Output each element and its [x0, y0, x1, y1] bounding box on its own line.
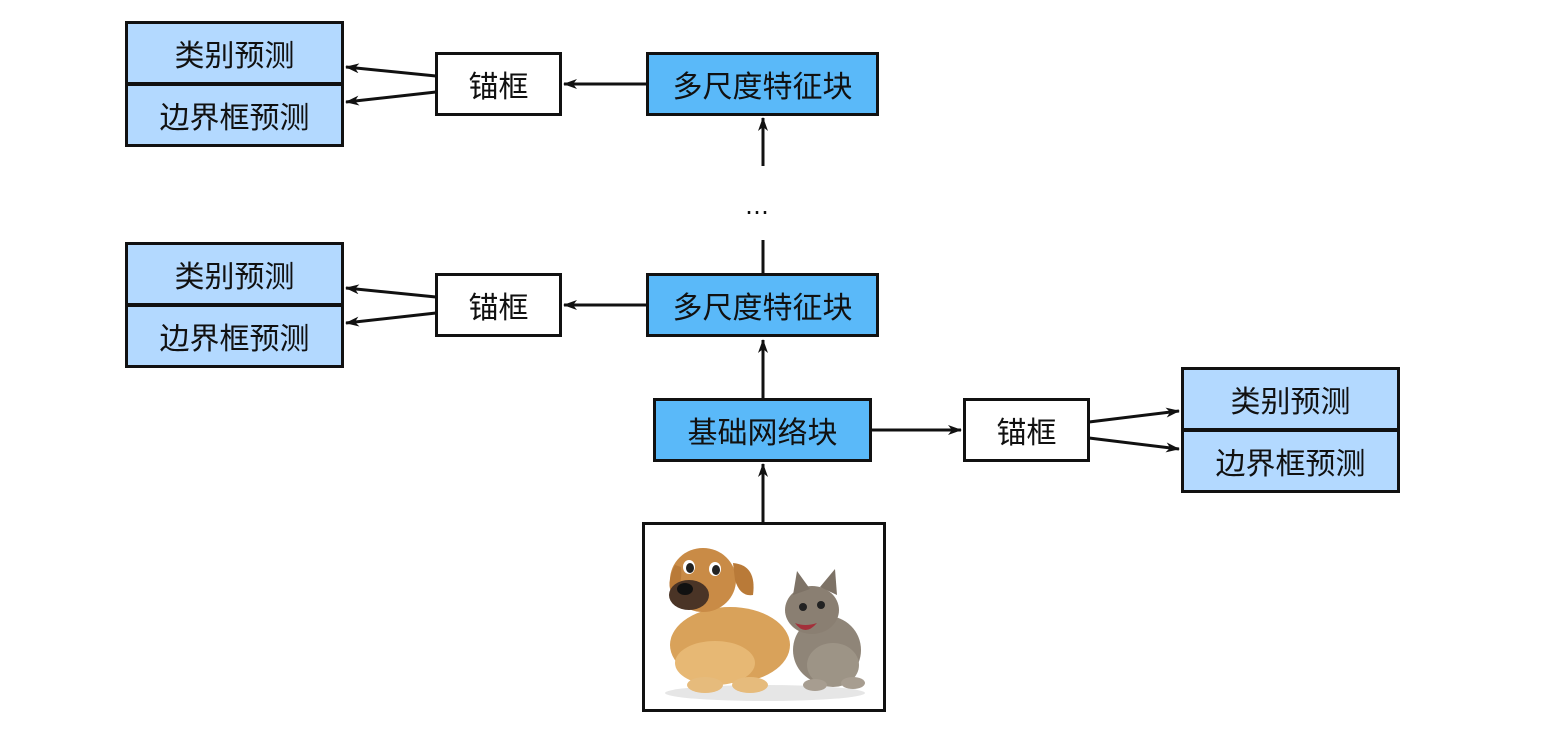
input-image-frame — [642, 522, 886, 712]
base-network-block: 基础网络块 — [653, 398, 872, 462]
anchor-box-middle: 锚框 — [435, 273, 562, 337]
arrow-anchor-top-to-bbox — [345, 90, 437, 106]
arrow-anchor-mid-to-class — [345, 284, 437, 299]
multiscale-feature-block-top: 多尺度特征块 — [646, 52, 879, 116]
arrow-anchor-to-class-right — [1088, 407, 1180, 424]
bbox-prediction-base: 边界框预测 — [1181, 429, 1400, 493]
arrow-anchor-mid-to-bbox — [345, 311, 437, 327]
puppy-and-kitten-image — [665, 548, 865, 701]
anchor-box-base: 锚框 — [963, 398, 1090, 462]
ellipsis: … — [745, 192, 771, 220]
bbox-prediction-top: 边界框预测 — [125, 83, 344, 147]
arrow-anchor-to-bbox-right — [1088, 436, 1180, 453]
anchor-box-top: 锚框 — [435, 52, 562, 116]
bbox-prediction-middle: 边界框预测 — [125, 304, 344, 368]
multiscale-feature-block-middle: 多尺度特征块 — [646, 273, 879, 337]
arrow-anchor-top-to-class — [345, 63, 437, 78]
class-prediction-top: 类别预测 — [125, 21, 344, 85]
class-prediction-middle: 类别预测 — [125, 242, 344, 306]
class-prediction-base: 类别预测 — [1181, 367, 1400, 431]
